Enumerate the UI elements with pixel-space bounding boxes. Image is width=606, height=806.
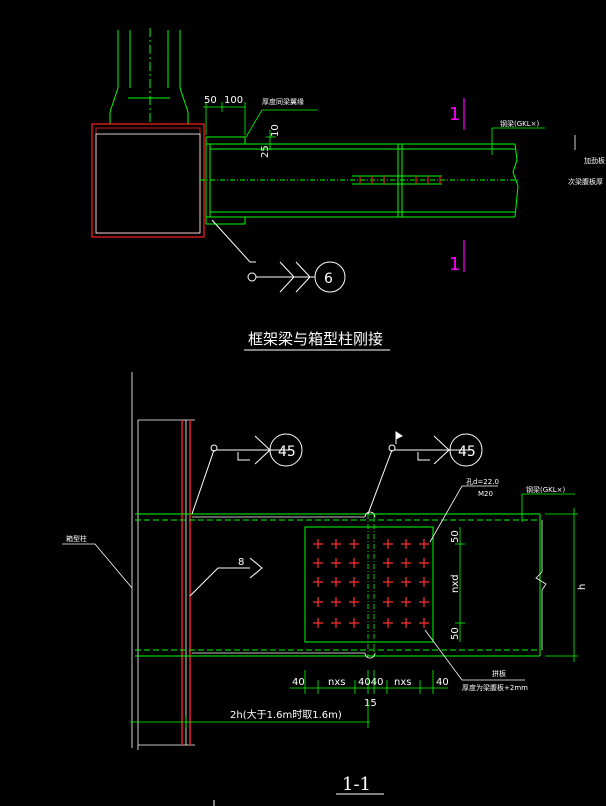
top-bolt-row [359,176,441,184]
label-flange-end: 厚度同梁翼缘 [262,97,304,106]
weld-symbol-8 [189,557,263,597]
bolt-cross [401,597,411,607]
dim-4040: 4040 [358,677,383,688]
dim-40-left: 40 [292,677,305,688]
plate-top-leader [429,485,498,543]
bolt-cross [331,577,341,587]
bolt-cross [419,597,429,607]
bolt-cross [349,539,359,549]
bolt-cross [401,618,411,628]
dim-50-bottom: 50 [450,627,461,640]
plate-vertical-dims [455,527,465,642]
bolt-cross [349,577,359,587]
span-label: 2h(大于1.6m时取1.6m) [230,708,342,721]
bolt-cross [419,539,429,549]
span-dim [130,700,370,728]
bolt-cross [313,577,323,587]
dim-50-top: 50 [450,530,461,543]
bolt-cross [419,618,429,628]
bolt-cross [331,597,341,607]
column-label-leader [62,543,133,589]
bolt-cross [401,577,411,587]
dim-h-line [535,508,578,662]
weld-label-45-right: 45 [458,444,476,460]
bolt-cross [349,618,359,628]
dim-nxs-right: nxs [394,677,411,688]
bolt-cross [313,539,323,549]
label-plate-top-2: M20 [478,490,493,498]
label-right-1: 加劲板 [584,156,605,165]
weld-symbol-6 [211,219,346,293]
label-plate-top-1: 孔d=22.0 [466,478,499,486]
label-column: 箱型柱 [66,534,87,543]
bolt-cross [331,558,341,568]
bolt-cross [331,618,341,628]
label-right-2: 次梁腹板厚 [568,177,603,186]
stiffeners [192,511,376,659]
dim-50: 50 [204,95,217,106]
dim-nxd: nxd [450,574,461,593]
dim-40-right: 40 [436,677,449,688]
box-column-elevation [131,372,195,750]
beam-flanges [135,513,541,657]
splice-gap [367,514,375,656]
beam-label-leader-bottom [521,493,575,522]
bolt-cross [349,558,359,568]
bolt-cross [419,558,429,568]
bolt-cross [383,618,393,628]
top-title: 框架梁与箱型柱刚接 [248,330,383,348]
bolt-cross [383,577,393,587]
label-beam-bottom: 钢梁(GKL×) [526,485,566,494]
label-beam-top: 钢梁(GKL×) [500,119,540,128]
top-detail: 50 100 25 10 厚度同梁翼缘 钢梁(GKL×) 加劲板 次梁腹板厚 1… [91,28,605,351]
dim-h: h [577,584,588,590]
bolt-cross [313,597,323,607]
weld-label-6: 6 [324,271,333,287]
bolt-grid [313,539,429,628]
label-plate-bottom-1: 拼板 [492,669,506,678]
bolt-cross [401,558,411,568]
bolt-cross [383,539,393,549]
bottom-title: 1-1 [342,774,371,795]
plate-bottom-leader [424,629,525,681]
weld-label-8: 8 [238,557,244,568]
bottom-detail: h 50 nxd 50 40 nxs 4040 nxs 40 15 [62,372,588,806]
dim-15: 15 [364,698,377,709]
bolt-cross [331,539,341,549]
label-plate-bottom-2: 厚度为梁腹板+2mm [462,683,528,692]
bolt-cross [419,577,429,587]
weld-label-45-left: 45 [278,444,296,460]
bolt-cross [383,558,393,568]
top-dims [203,102,318,150]
plate-horizontal-dims [290,670,448,694]
dim-25: 25 [260,145,271,158]
splice-plate [304,526,434,643]
bolt-cross [401,539,411,549]
bolt-cross [383,597,393,607]
weld-symbol-45-right [367,431,483,515]
bolt-cross [349,597,359,607]
dim-nxs-left: nxs [328,677,345,688]
bolt-cross [313,558,323,568]
weld-symbol-45-left [191,433,303,515]
section-mark-top: 1 [449,104,460,125]
bolt-cross [313,618,323,628]
dim-100: 100 [224,95,243,106]
section-mark-bottom: 1 [449,254,460,275]
beam-label-leader [491,127,545,155]
dim-10: 10 [270,124,281,137]
upper-column [109,28,189,124]
